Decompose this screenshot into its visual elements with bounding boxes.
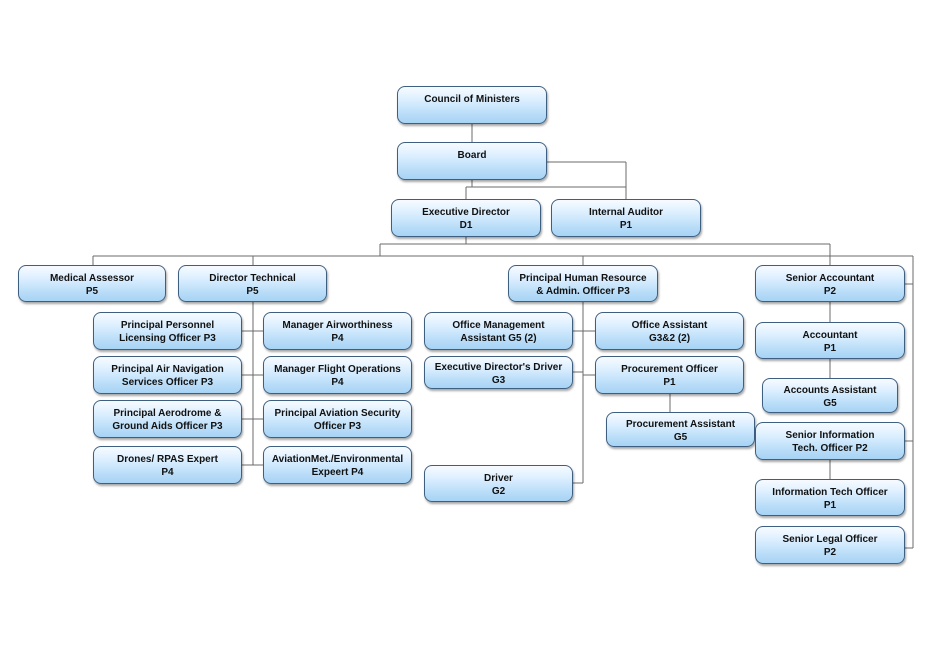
node-grade: G3	[491, 375, 506, 386]
node-grade: G2	[491, 486, 506, 497]
node-grade: P1	[663, 377, 676, 388]
node-director-technical: Director Technical P5	[178, 265, 327, 302]
node-label: Drones/ RPAS Expert	[117, 454, 218, 465]
node-grade: P2	[823, 286, 837, 297]
node-grade: P4	[331, 377, 344, 388]
node-office-assistant: Office Assistant G3&2 (2)	[595, 312, 744, 350]
node-label: Accountant	[802, 330, 858, 341]
node-label: Accounts Assistant	[783, 385, 877, 396]
node-procurement-assistant: Procurement Assistant G5	[606, 412, 755, 447]
node-label: Senior Accountant	[785, 273, 875, 284]
node-grade: D1	[459, 220, 473, 231]
node-grade: P4	[161, 467, 174, 478]
node-label: Procurement Officer	[621, 364, 718, 375]
node-label: Principal Human Resource	[519, 273, 647, 284]
node-label: Senior Legal Officer	[782, 534, 878, 545]
node-label: Senior Information	[785, 430, 875, 441]
node-label: Principal Aviation Security	[274, 408, 401, 419]
node-grade: Ground Aids Officer P3	[112, 421, 223, 432]
node-manager-airworthiness: Manager Airworthiness P4	[263, 312, 412, 350]
node-grade: G5	[823, 398, 837, 409]
node-grade: P4	[331, 333, 344, 344]
node-grade: G5	[673, 432, 688, 443]
node-office-management-assistant: Office Management Assistant G5 (2)	[424, 312, 573, 350]
node-grade: Licensing Officer P3	[119, 333, 216, 344]
node-senior-legal-officer: Senior Legal Officer P2	[755, 526, 905, 564]
node-label: Medical Assessor	[49, 273, 135, 284]
node-label: Executive Director	[422, 207, 510, 218]
node-internal-auditor: Internal Auditor P1	[551, 199, 701, 237]
node-label: Information Tech Officer	[772, 487, 888, 498]
node-label: Principal Personnel	[120, 320, 215, 331]
node-principal-hr-admin: Principal Human Resource & Admin. Office…	[508, 265, 658, 302]
node-information-tech-officer: Information Tech Officer P1	[755, 479, 905, 516]
node-principal-air-navigation: Principal Air Navigation Services Office…	[93, 356, 242, 394]
node-grade: P1	[823, 500, 837, 511]
node-label: Board	[457, 150, 487, 161]
node-principal-aviation-security: Principal Aviation Security Officer P3	[263, 400, 412, 438]
node-grade: P5	[246, 286, 259, 297]
node-label: Internal Auditor	[588, 207, 664, 218]
node-executive-directors-driver: Executive Director's Driver G3	[424, 356, 573, 389]
node-label: Procurement Assistant	[625, 419, 736, 430]
node-label: Office Management	[452, 320, 545, 331]
node-accounts-assistant: Accounts Assistant G5	[762, 378, 898, 413]
node-board: Board	[397, 142, 547, 180]
node-principal-aerodrome: Principal Aerodrome & Ground Aids Office…	[93, 400, 242, 438]
node-senior-accountant: Senior Accountant P2	[755, 265, 905, 302]
node-label: Office Assistant	[631, 320, 708, 331]
node-label: Principal Air Navigation	[111, 364, 224, 375]
node-manager-flight-operations: Manager Flight Operations P4	[263, 356, 412, 394]
node-driver: Driver G2	[424, 465, 573, 502]
node-principal-personnel-licensing: Principal Personnel Licensing Officer P3	[93, 312, 242, 350]
node-council-of-ministers: Council of Ministers	[397, 86, 547, 124]
node-grade: G3&2 (2)	[648, 333, 691, 344]
node-grade: Tech. Officer P2	[792, 443, 868, 454]
node-label: Driver	[484, 473, 513, 484]
node-grade: & Admin. Officer P3	[536, 286, 630, 297]
node-grade: P2	[823, 547, 837, 558]
node-label: Principal Aerodrome &	[113, 408, 222, 419]
node-executive-director: Executive Director D1	[391, 199, 541, 237]
node-grade: Services Officer P3	[121, 377, 214, 388]
node-aviation-met-environmental: AviationMet./Environmental Expeert P4	[263, 446, 412, 484]
node-label: AviationMet./Environmental	[271, 454, 404, 465]
node-label: Council of Ministers	[424, 94, 520, 105]
node-procurement-officer: Procurement Officer P1	[595, 356, 744, 394]
node-label: Director Technical	[209, 273, 296, 284]
node-grade: P1	[823, 343, 837, 354]
node-grade: Assistant G5 (2)	[460, 333, 537, 344]
node-grade: P5	[85, 286, 99, 297]
node-grade: Expeert P4	[311, 467, 364, 478]
node-accountant: Accountant P1	[755, 322, 905, 359]
node-drones-rpas-expert: Drones/ RPAS Expert P4	[93, 446, 242, 484]
node-medical-assessor: Medical Assessor P5	[18, 265, 166, 302]
node-label: Executive Director's Driver	[434, 362, 563, 373]
node-senior-information-tech-officer: Senior Information Tech. Officer P2	[755, 422, 905, 460]
node-label: Manager Airworthiness	[282, 320, 393, 331]
node-grade: Officer P3	[313, 421, 362, 432]
node-grade: P1	[619, 220, 633, 231]
node-label: Manager Flight Operations	[274, 364, 401, 375]
